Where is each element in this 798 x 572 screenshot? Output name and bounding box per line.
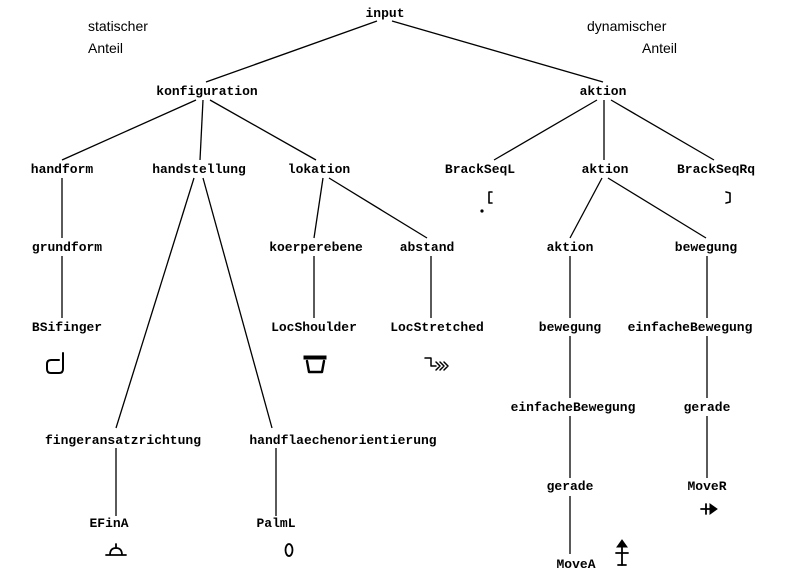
node-locstretched: LocStretched [390,320,484,335]
node-einfachebewegung-left: einfacheBewegung [511,400,636,415]
node-aktion-top: aktion [580,84,627,99]
hamnosys-bracket-open-icon [480,191,493,213]
edge-konfiguration-handstellung [199,99,204,161]
node-handflaechenorientierung: handflaechenorientierung [249,433,436,448]
edge-konfiguration-handform [61,99,197,161]
node-aktion-mid: aktion [582,162,629,177]
node-lokation: lokation [288,162,351,177]
node-gerade-left: gerade [547,479,594,494]
hamnosys-palm-left-icon [284,543,294,557]
edge-lokation-abstand [328,177,428,239]
hamnosys-move-right-icon [700,503,718,515]
dynamic-part-label-line2: Anteil [642,40,677,56]
node-movea: MoveA [556,557,595,572]
node-konfiguration: konfiguration [156,84,258,99]
dynamic-part-label-line1: dynamischer [587,18,667,34]
hamnosys-shoulder-icon [303,355,327,374]
hamnosys-stretched-icon [424,357,449,371]
node-brackseql: BrackSeqL [445,162,515,177]
node-aktion-low: aktion [547,240,594,255]
node-abstand: abstand [400,240,455,255]
edge-lokation-koerperebene [313,177,324,239]
node-locshoulder: LocShoulder [271,320,357,335]
node-fingeransatzrichtung: fingeransatzrichtung [45,433,201,448]
edge-handstellung-handflaechenorientierung [202,177,273,429]
edge-input-aktion [391,20,604,83]
node-efina: EFinA [89,516,128,531]
tree-nodes: input konfiguration aktion handform hand… [31,6,755,572]
edge-aktion-aktionlow [569,177,603,239]
edge-aktion-bewegung-right [607,177,707,239]
hamnosys-finger-direction-icon [105,543,127,556]
tree-edges [61,20,715,554]
edge-aktion-brackseql [493,99,598,161]
node-koerperebene: koerperebene [269,240,363,255]
edge-aktion-brackseqrq [610,99,715,161]
node-gerade-right: gerade [684,400,731,415]
edge-handstellung-fingeransatzrichtung [115,177,195,429]
node-bewegung-left: bewegung [539,320,602,335]
hamnosys-finger-icon [46,352,64,374]
node-grundform: grundform [32,240,102,255]
node-mover: MoveR [687,479,726,494]
edge-input-konfiguration [205,20,378,83]
node-input: input [365,6,404,21]
static-part-label-line2: Anteil [88,40,123,56]
node-bsifinger: BSifinger [32,320,102,335]
node-handform: handform [31,162,94,177]
node-brackseqrq: BrackSeqRq [677,162,755,177]
node-einfachebewegung-right: einfacheBewegung [628,320,753,335]
static-part-label-line1: statischer [88,18,148,34]
edge-konfiguration-lokation [209,99,317,161]
node-bewegung-right: bewegung [675,240,738,255]
hamnosys-move-up-icon [615,539,629,566]
node-palml: PalmL [256,516,295,531]
hamnosys-bracket-close-icon [725,191,731,204]
node-handstellung: handstellung [152,162,246,177]
